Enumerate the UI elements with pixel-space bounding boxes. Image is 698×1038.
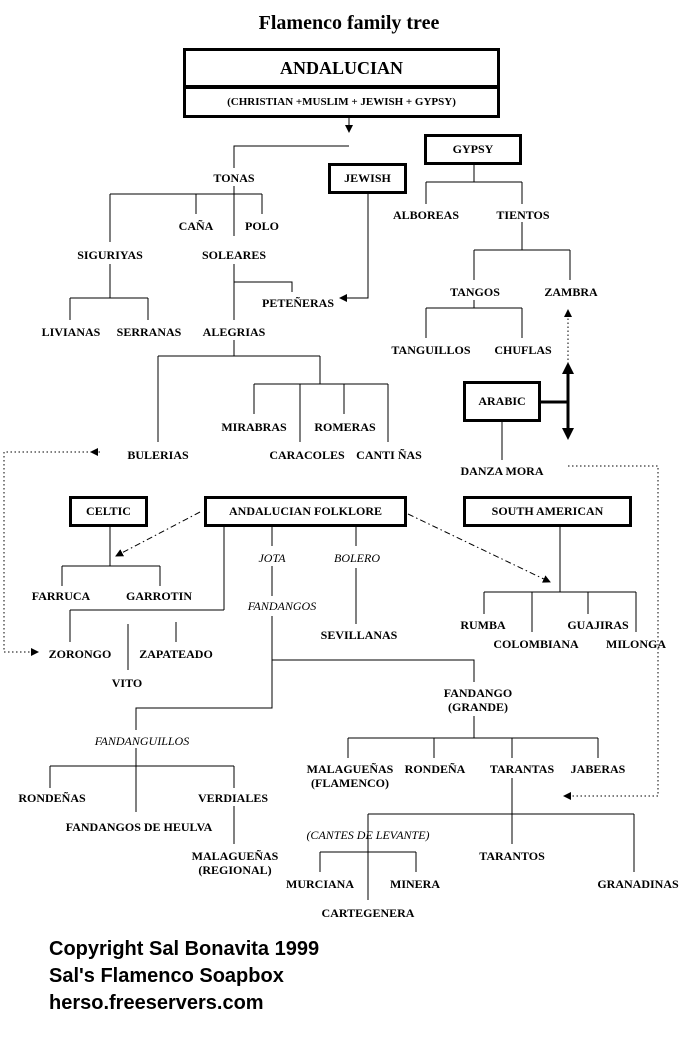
gypsy-label: GYPSY <box>452 142 494 156</box>
fandango-grande-line1: FANDANGO <box>443 686 513 700</box>
node-serranas: SERRANAS <box>116 325 182 339</box>
jewish-label: JEWISH <box>344 171 391 185</box>
malaguenas-regional-line2: (REGIONAL) <box>198 863 272 877</box>
node-tonas: TONAS <box>213 171 255 185</box>
node-tarantos: TARANTOS <box>479 849 545 863</box>
node-jaberas: JABERAS <box>570 762 626 776</box>
node-siguiriyas: SIGURIYAS <box>77 248 143 262</box>
node-tientos: TIENTOS <box>496 208 550 222</box>
footer-site-name: Sal's Flamenco Soapbox <box>49 965 284 987</box>
node-cantes-levante: (CANTES DE LEVANTE) <box>306 828 430 842</box>
node-romeras: ROMERAS <box>314 420 376 434</box>
andalucian-label: ANDALUCIAN <box>279 57 403 78</box>
node-sevillanas: SEVILLANAS <box>320 628 398 642</box>
arrowhead-up <box>562 362 574 374</box>
node-milonga: MILONGA <box>606 637 666 651</box>
node-peteneras: PETEÑERAS <box>261 296 335 310</box>
node-rumba: RUMBA <box>460 618 506 632</box>
node-zapateado: ZAPATEADO <box>139 647 213 661</box>
node-alboreas: ALBOREAS <box>392 208 460 222</box>
node-farruca: FARRUCA <box>31 589 91 603</box>
node-cartegenera: CARTEGENERA <box>321 906 415 920</box>
node-caracoles: CARACOLES <box>269 448 345 462</box>
page-title: Flamenco family tree <box>258 12 440 34</box>
node-zorongo: ZORONGO <box>48 647 112 661</box>
andalucian-folklore-label: ANDALUCIAN FOLKLORE <box>228 504 382 518</box>
node-malaguenas-flamenco: MALAGUEÑAS (FLAMENCO) <box>307 762 394 790</box>
node-cana: CAÑA <box>178 219 214 233</box>
fandango-grande-line2: (GRANDE) <box>448 700 508 714</box>
node-tangos: TANGOS <box>450 285 500 299</box>
node-fandanguillos: FANDANGUILLOS <box>94 734 190 748</box>
node-tarantas: TARANTAS <box>489 762 555 776</box>
node-bolero: BOLERO <box>334 551 380 565</box>
node-soleares: SOLEARES <box>201 248 267 262</box>
south-american-box: SOUTH AMERICAN <box>463 496 632 527</box>
node-rondena: RONDEÑA <box>404 762 466 776</box>
malaguenas-regional-line1: MALAGUEÑAS <box>191 849 279 863</box>
andalucian-box: ANDALUCIAN <box>183 48 500 88</box>
andalucian-sub-label: (CHRISTIAN +MUSLIM + JEWISH + GYPSY) <box>227 96 456 108</box>
node-fandangos-heulva: FANDANGOS DE HEULVA <box>65 820 213 834</box>
node-tanguillos: TANGUILLOS <box>391 343 471 357</box>
node-verdiales: VERDIALES <box>197 791 269 805</box>
malaguenas-flamenco-line1: MALAGUEÑAS <box>306 762 394 776</box>
node-murciana: MURCIANA <box>286 877 354 891</box>
footer-url: herso.freeservers.com <box>49 992 264 1014</box>
andalucian-folklore-box: ANDALUCIAN FOLKLORE <box>204 496 407 527</box>
celtic-box: CELTIC <box>69 496 148 527</box>
jewish-box: JEWISH <box>328 163 407 194</box>
node-garrotin: GARROTIN <box>125 589 193 603</box>
footer-copyright: Copyright Sal Bonavita 1999 <box>49 938 320 960</box>
node-danza-mora: DANZA MORA <box>460 464 544 478</box>
node-vito: VITO <box>111 676 143 690</box>
node-fandangos: FANDANGOS <box>247 599 317 613</box>
node-malaguenas-regional: MALAGUEÑAS (REGIONAL) <box>192 849 279 877</box>
node-guajiras: GUAJIRAS <box>567 618 629 632</box>
node-chuflas: CHUFLAS <box>494 343 552 357</box>
malaguenas-flamenco-line2: (FLAMENCO) <box>310 776 389 790</box>
arrowhead-down <box>562 428 574 440</box>
gypsy-box: GYPSY <box>424 134 522 165</box>
node-alegrias: ALEGRIAS <box>202 325 266 339</box>
arrowhead-jewish <box>90 448 98 456</box>
arabic-box: ARABIC <box>463 381 541 422</box>
arabic-label: ARABIC <box>478 394 526 408</box>
node-mirabras: MIRABRAS <box>221 420 287 434</box>
node-bulerias: BULERIAS <box>127 448 189 462</box>
node-cantinas: CANTI ÑAS <box>356 448 422 462</box>
node-fandango-grande: FANDANGO (GRANDE) <box>444 686 512 714</box>
celtic-label: CELTIC <box>86 504 131 518</box>
node-granadinas: GRANADINAS <box>597 877 679 891</box>
andalucian-sub-box: (CHRISTIAN +MUSLIM + JEWISH + GYPSY) <box>183 86 500 118</box>
node-zambra: ZAMBRA <box>544 285 598 299</box>
node-polo: POLO <box>244 219 280 233</box>
node-livianas: LIVIANAS <box>41 325 101 339</box>
node-minera: MINERA <box>390 877 440 891</box>
node-rondenas-left: RONDEÑAS <box>18 791 86 805</box>
node-jota: JOTA <box>258 551 286 565</box>
south-american-label: SOUTH AMERICAN <box>491 504 604 518</box>
node-colombiana: COLOMBIANA <box>493 637 579 651</box>
